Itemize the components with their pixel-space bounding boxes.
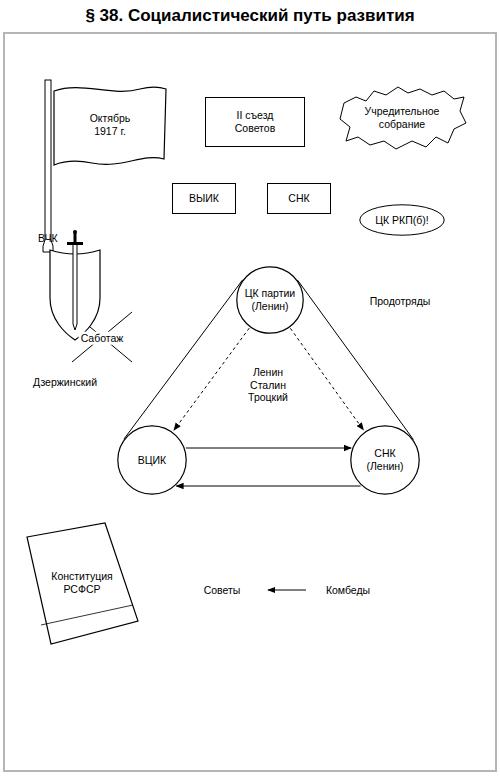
node-text: ЦК партии (Ленин)	[244, 287, 296, 312]
node-text: СНК (Ленин)	[359, 447, 411, 472]
dashed-arrow	[290, 328, 363, 430]
organ-circle: СНК (Ленин)	[350, 425, 420, 495]
node-text: ВЧК	[38, 232, 58, 245]
crossed-label: Саботаж	[79, 332, 126, 345]
node-text: ЦК РКП(б)!	[375, 214, 428, 227]
document-shape: Конституция РСФСР	[25, 521, 140, 646]
connector	[124, 280, 243, 439]
connector	[176, 486, 360, 487]
ellipse-outline	[360, 205, 444, 235]
node-text: Октябрь 1917 г.	[80, 112, 140, 137]
sword-guard	[67, 242, 83, 245]
map-shape: Учредительное собрание	[336, 83, 468, 153]
node-outline	[32, 228, 112, 344]
person-label: Дзержинский	[31, 376, 99, 389]
process-box: ВЫИК	[172, 183, 236, 214]
source-label: Комбеды	[324, 584, 372, 597]
names-label: Ленин Сталин Троцкий	[246, 366, 290, 404]
flag-shape: Октябрь 1917 г.	[52, 83, 168, 167]
node-text: ВЦИК	[138, 454, 166, 467]
party-ellipse: ЦК РКП(б)!	[359, 204, 445, 236]
document-sheet	[27, 523, 138, 644]
node-text: СНК	[288, 192, 309, 205]
sword-handle	[74, 233, 77, 242]
document-fold	[41, 605, 133, 625]
dashed-arrow	[174, 328, 249, 430]
process-box: СНК	[267, 183, 331, 214]
page-frame	[4, 33, 496, 771]
process-box: II съезд Советов	[205, 97, 305, 147]
map-outline	[340, 87, 466, 149]
shield-emblem: ВЧК	[32, 228, 112, 344]
organ-circle: ЦК партии (Ленин)	[236, 266, 304, 334]
node-text: Конституция РСФСР	[45, 570, 120, 595]
note-label: Продотряды	[368, 295, 433, 308]
connector	[186, 448, 351, 449]
sword-pommel	[73, 230, 77, 234]
circle-outline	[351, 426, 419, 494]
node-text: II съезд Советов	[224, 109, 286, 134]
flag-pole	[45, 80, 51, 240]
page-title: § 38. Социалистический путь развития	[0, 6, 500, 26]
node-text: ВЫИК	[189, 192, 219, 205]
node-text: Учредительное собрание	[361, 105, 443, 130]
flag-cloth	[54, 87, 166, 165]
sword-blade	[73, 244, 77, 330]
circle-outline	[118, 426, 186, 494]
organ-circle: ВЦИК	[117, 425, 187, 495]
circle-outline	[237, 267, 303, 333]
arrow	[268, 590, 306, 591]
target-label: Советы	[202, 584, 243, 597]
